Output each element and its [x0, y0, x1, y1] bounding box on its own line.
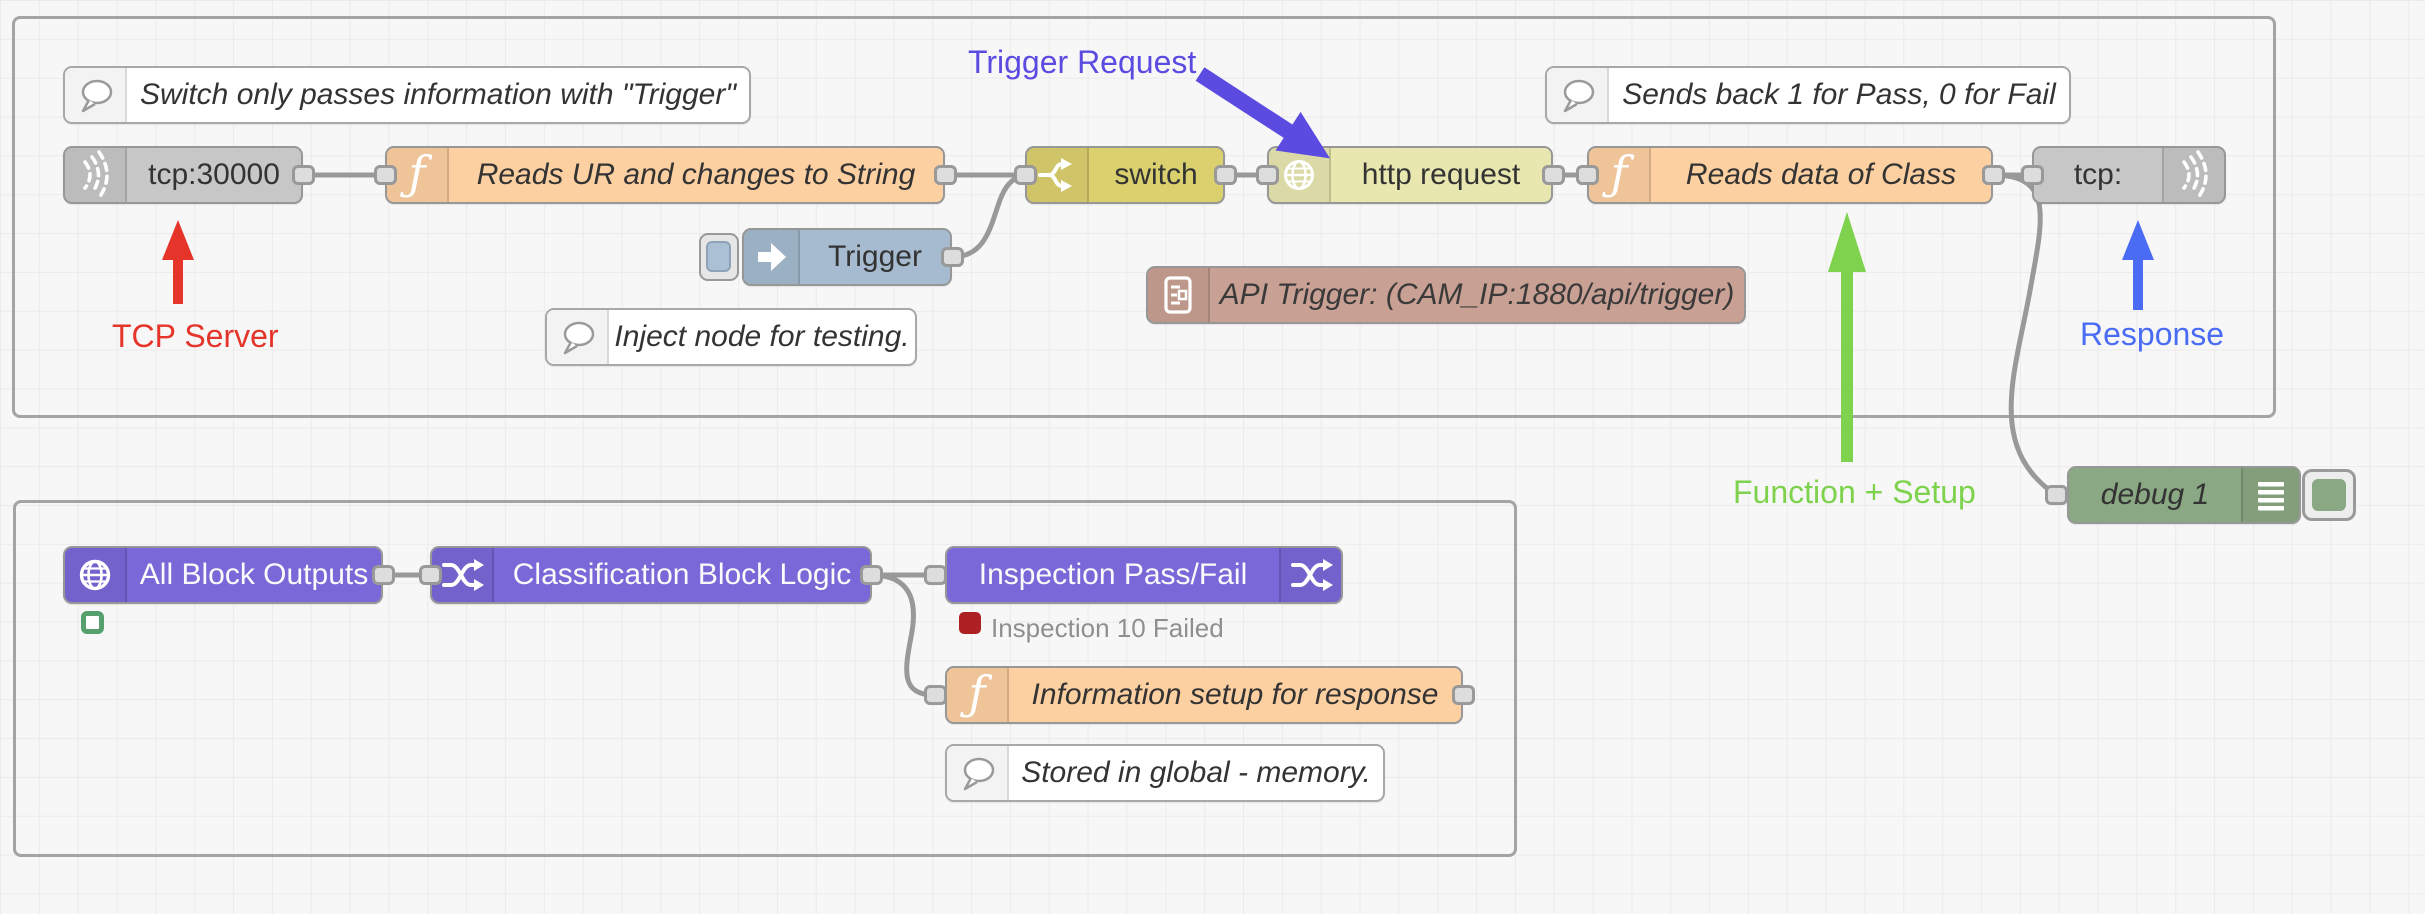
annotation-tcp-server: TCP Server [112, 318, 279, 354]
node-tcp-out[interactable]: tcp: [2032, 146, 2226, 204]
wire-classification-infosetup[interactable] [868, 572, 937, 698]
comment-stored-global[interactable]: Stored in global - memory. [945, 744, 1385, 802]
port-out-func-info-setup[interactable] [1452, 685, 1475, 705]
node-switch[interactable]: switch [1025, 146, 1225, 204]
port-in-func-reads-ur[interactable] [374, 165, 397, 185]
port-out-func-reads-class[interactable] [1982, 165, 2005, 185]
port-in-classification[interactable] [419, 565, 442, 585]
inject-arrow-icon [744, 230, 800, 284]
comment-label: Switch only passes information with "Tri… [140, 78, 736, 111]
comment-inject-note[interactable]: Inject node for testing. [545, 308, 917, 366]
node-label: Inspection Pass/Fail [978, 558, 1248, 591]
comment-label: Inject node for testing. [614, 320, 910, 353]
wire-func2-debug[interactable] [1990, 172, 2059, 498]
function-icon: ƒ [947, 668, 1009, 722]
function-icon: ƒ [387, 148, 449, 202]
node-all-block-outputs[interactable]: All Block Outputs [63, 546, 383, 604]
node-tcp-in[interactable]: tcp:30000 [63, 146, 303, 204]
comment-switch-note[interactable]: Switch only passes information with "Tri… [63, 66, 751, 124]
annotation-trigger-request: Trigger Request [968, 44, 1197, 80]
status-dot-red [959, 612, 981, 634]
node-label: Reads data of Class [1685, 158, 1957, 191]
port-out-func-reads-ur[interactable] [934, 165, 957, 185]
node-label: tcp:30000 [148, 158, 280, 191]
comment-label: Sends back 1 for Pass, 0 for Fail [1622, 78, 2056, 111]
node-label: debug 1 [2100, 478, 2210, 511]
port-in-debug1[interactable] [2045, 485, 2068, 505]
template-icon [1148, 268, 1210, 322]
node-inject-trigger[interactable]: Trigger [742, 228, 952, 286]
node-label: All Block Outputs [139, 558, 369, 591]
port-in-switch[interactable] [1014, 165, 1037, 185]
node-label: Trigger [828, 240, 922, 273]
port-in-tcp-out[interactable] [2021, 165, 2044, 185]
status-ring-green [81, 611, 104, 634]
status-text-inspection: Inspection 10 Failed [991, 613, 1224, 643]
node-classification-logic[interactable]: Classification Block Logic [430, 546, 872, 604]
port-out-inject-trigger[interactable] [941, 247, 964, 267]
tcp-signal-icon [65, 148, 127, 202]
group-bottom-flow[interactable] [13, 500, 1517, 857]
inject-button[interactable] [699, 233, 739, 281]
port-in-http-request[interactable] [1256, 165, 1279, 185]
globe-icon [65, 548, 127, 602]
function-icon: ƒ [1589, 148, 1651, 202]
node-label: Reads UR and changes to String [476, 158, 916, 191]
node-label: Classification Block Logic [512, 558, 852, 591]
node-function-info-setup[interactable]: ƒ Information setup for response [945, 666, 1463, 724]
port-out-classification[interactable] [860, 565, 883, 585]
port-in-func-reads-class[interactable] [1576, 165, 1599, 185]
comment-sends-back-note[interactable]: Sends back 1 for Pass, 0 for Fail [1545, 66, 2071, 124]
group-top-flow[interactable] [12, 16, 2276, 418]
port-in-inspection[interactable] [924, 565, 947, 585]
node-label: tcp: [2073, 158, 2123, 191]
comment-bubble-icon [547, 310, 609, 364]
comment-bubble-icon [65, 68, 127, 122]
port-out-switch[interactable] [1214, 165, 1237, 185]
annotation-response: Response [2080, 316, 2225, 352]
node-http-request[interactable]: http request [1267, 146, 1553, 204]
inject-button-pad [706, 241, 731, 272]
node-function-reads-ur[interactable]: ƒ Reads UR and changes to String [385, 146, 945, 204]
tcp-signal-icon [2162, 148, 2224, 202]
switch-fork-icon [1027, 148, 1089, 202]
debug-toggle-button[interactable] [2302, 469, 2356, 521]
node-label: Information setup for response [1031, 678, 1439, 711]
node-label: http request [1361, 158, 1521, 191]
comment-bubble-icon [1547, 68, 1609, 122]
node-api-trigger-template[interactable]: API Trigger: (CAM_IP:1880/api/trigger) [1146, 266, 1746, 324]
shuffle-icon [432, 548, 494, 602]
port-out-http-request[interactable] [1542, 165, 1565, 185]
comment-bubble-icon [947, 746, 1009, 800]
node-debug1[interactable]: debug 1 [2067, 466, 2301, 524]
node-label: switch [1114, 158, 1198, 191]
port-in-func-info-setup[interactable] [924, 685, 947, 705]
port-out-all-block-outputs[interactable] [372, 565, 395, 585]
node-function-reads-class[interactable]: ƒ Reads data of Class [1587, 146, 1993, 204]
annotation-function-setup: Function + Setup [1733, 474, 1976, 510]
node-label: API Trigger: (CAM_IP:1880/api/trigger) [1219, 278, 1735, 311]
debug-list-icon [2241, 468, 2299, 522]
shuffle-icon [1279, 548, 1341, 602]
node-inspection-passfail[interactable]: Inspection Pass/Fail [945, 546, 1343, 604]
port-out-tcp-in[interactable] [292, 165, 315, 185]
comment-label: Stored in global - memory. [1021, 756, 1371, 789]
debug-toggle-state [2312, 479, 2346, 511]
